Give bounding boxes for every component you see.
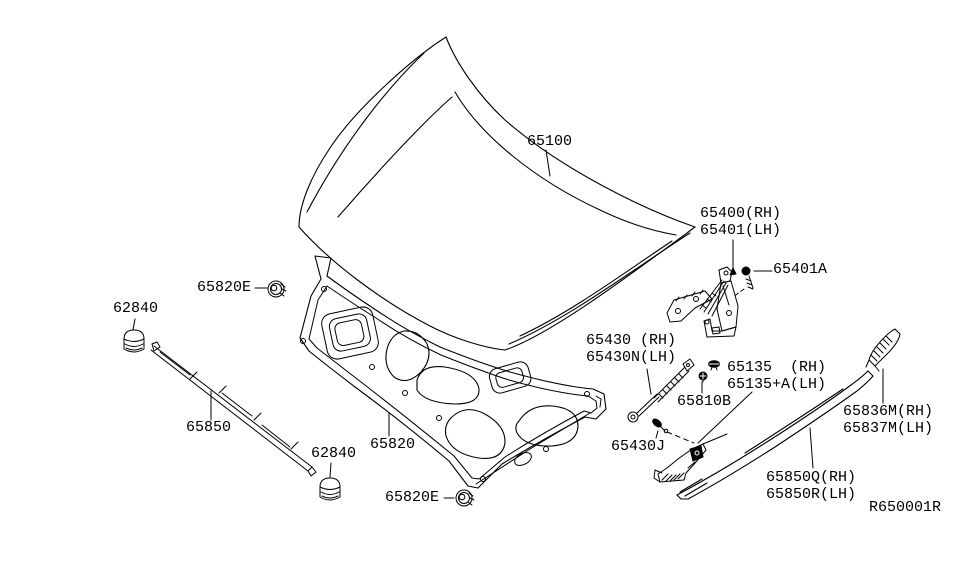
strut-icon — [628, 359, 694, 422]
part-label-65820E-lower: 65820E — [385, 489, 440, 506]
front-seal-strip-shape — [151, 342, 316, 476]
part-label-65100: 65100 — [527, 133, 573, 150]
bolt-icon — [742, 267, 753, 289]
part-label-figure-code: R650001R — [869, 499, 942, 516]
hood-inner-panel-shape — [300, 256, 606, 488]
part-label-65850Q-65850R: 65850Q(RH) 65850R(LH) — [766, 469, 857, 503]
part-label-62840-rear: 62840 — [311, 445, 357, 462]
bumper-rubber-icon — [320, 478, 340, 500]
part-label-65401A: 65401A — [773, 261, 828, 278]
part-label-65820E-upper: 65820E — [197, 279, 252, 296]
part-label-62840-front: 62840 — [113, 300, 159, 317]
part-label-65135: 65135 (RH) 65135+A(LH) — [727, 359, 827, 393]
bumper-rubber-icon — [124, 330, 144, 352]
clip-icon — [699, 361, 720, 382]
bracket-icon — [654, 434, 727, 482]
part-label-65400-65401: 65400(RH) 65401(LH) — [700, 205, 782, 239]
part-label-65836M-65837M: 65836M(RH) 65837M(LH) — [843, 403, 934, 437]
front-moulding-shape — [677, 371, 873, 499]
moulding-end-cap-shape — [866, 329, 900, 371]
part-label-65430J: 65430J — [611, 438, 666, 455]
grommet-icon — [268, 281, 286, 297]
part-label-65430-65430N: 65430 (RH) 65430N(LH) — [586, 332, 677, 366]
grommet-icon — [456, 490, 474, 506]
part-label-65850: 65850 — [186, 419, 232, 436]
hinge-icon — [667, 267, 738, 337]
leader-lines — [133, 150, 883, 498]
part-label-65820: 65820 — [370, 436, 416, 453]
part-label-65810B: 65810B — [677, 393, 732, 410]
hood-outer-panel-shape — [299, 37, 695, 350]
clip-icon — [651, 417, 668, 432]
